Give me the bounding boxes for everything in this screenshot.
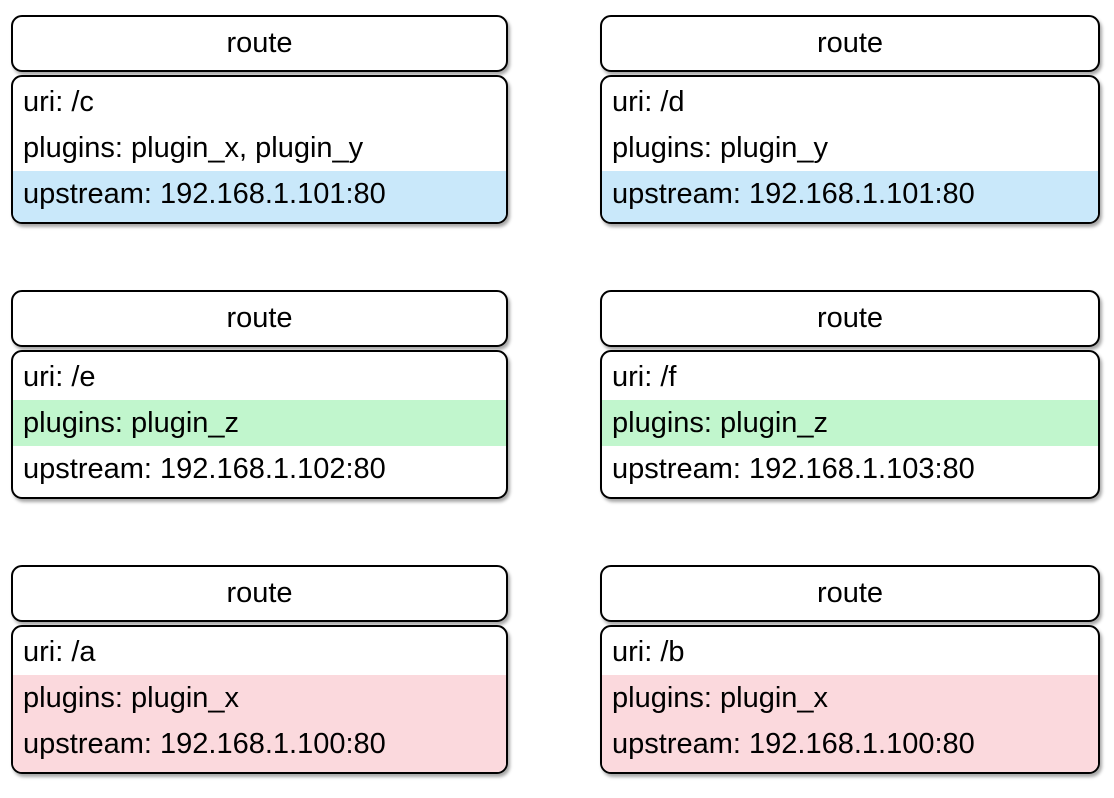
route-b-uri-line: uri: /b [612, 636, 685, 668]
route-c-uri-line: uri: /c [23, 86, 94, 118]
route-card-title: route [816, 577, 884, 609]
route-card-header: route [11, 290, 508, 347]
route-card-f: route uri: /f plugins: plugin_z upstream: … [600, 290, 1100, 499]
route-a-plugins-line: plugins: plugin_x [13, 675, 506, 721]
route-d-uri-line: uri: /d [612, 86, 685, 118]
route-card-d: route uri: /d plugins: plugin_y upstream: … [600, 15, 1100, 224]
route-f-upstream-line: upstream: 192.168.1.103:80 [612, 453, 975, 485]
route-card-f-body: uri: /f plugins: plugin_z upstream: 192.16… [600, 350, 1100, 499]
route-card-title: route [816, 27, 884, 59]
route-b-plugins-line: plugins: plugin_x [602, 675, 1098, 721]
route-b-upstream-line: upstream: 192.168.1.100:80 [602, 721, 1098, 772]
route-f-uri-line: uri: /f [612, 361, 677, 393]
route-card-e: route uri: /e plugins: plugin_z upstream: … [11, 290, 508, 499]
route-card-header: route [600, 565, 1100, 622]
route-c-upstream-line: upstream: 192.168.1.101:80 [13, 171, 506, 222]
route-card-c: route uri: /c plugins: plugin_x, plugin_y… [11, 15, 508, 224]
route-card-d-body: uri: /d plugins: plugin_y upstream: 192.16… [600, 75, 1100, 224]
route-e-uri-line: uri: /e [23, 361, 96, 393]
route-d-upstream-line: upstream: 192.168.1.101:80 [602, 171, 1098, 222]
route-diagram: route uri: /c plugins: plugin_x, plugin_y… [11, 15, 1100, 774]
route-a-uri-line: uri: /a [23, 636, 96, 668]
route-f-plugins-line: plugins: plugin_z [602, 400, 1098, 446]
route-card-header: route [11, 15, 508, 72]
route-d-plugins-line: plugins: plugin_y [612, 132, 829, 164]
route-c-plugins-line: plugins: plugin_x, plugin_y [23, 132, 364, 164]
route-card-header: route [11, 565, 508, 622]
route-card-header: route [600, 15, 1100, 72]
route-e-upstream-line: upstream: 192.168.1.102:80 [23, 453, 386, 485]
route-card-title: route [226, 302, 293, 334]
route-card-title: route [816, 302, 884, 334]
route-a-upstream-line: upstream: 192.168.1.100:80 [13, 721, 506, 772]
route-card-header: route [600, 290, 1100, 347]
route-e-plugins-line: plugins: plugin_z [13, 400, 506, 446]
route-card-title: route [226, 27, 293, 59]
route-card-e-body: uri: /e plugins: plugin_z upstream: 192.16… [11, 350, 508, 499]
route-card-title: route [226, 577, 293, 609]
